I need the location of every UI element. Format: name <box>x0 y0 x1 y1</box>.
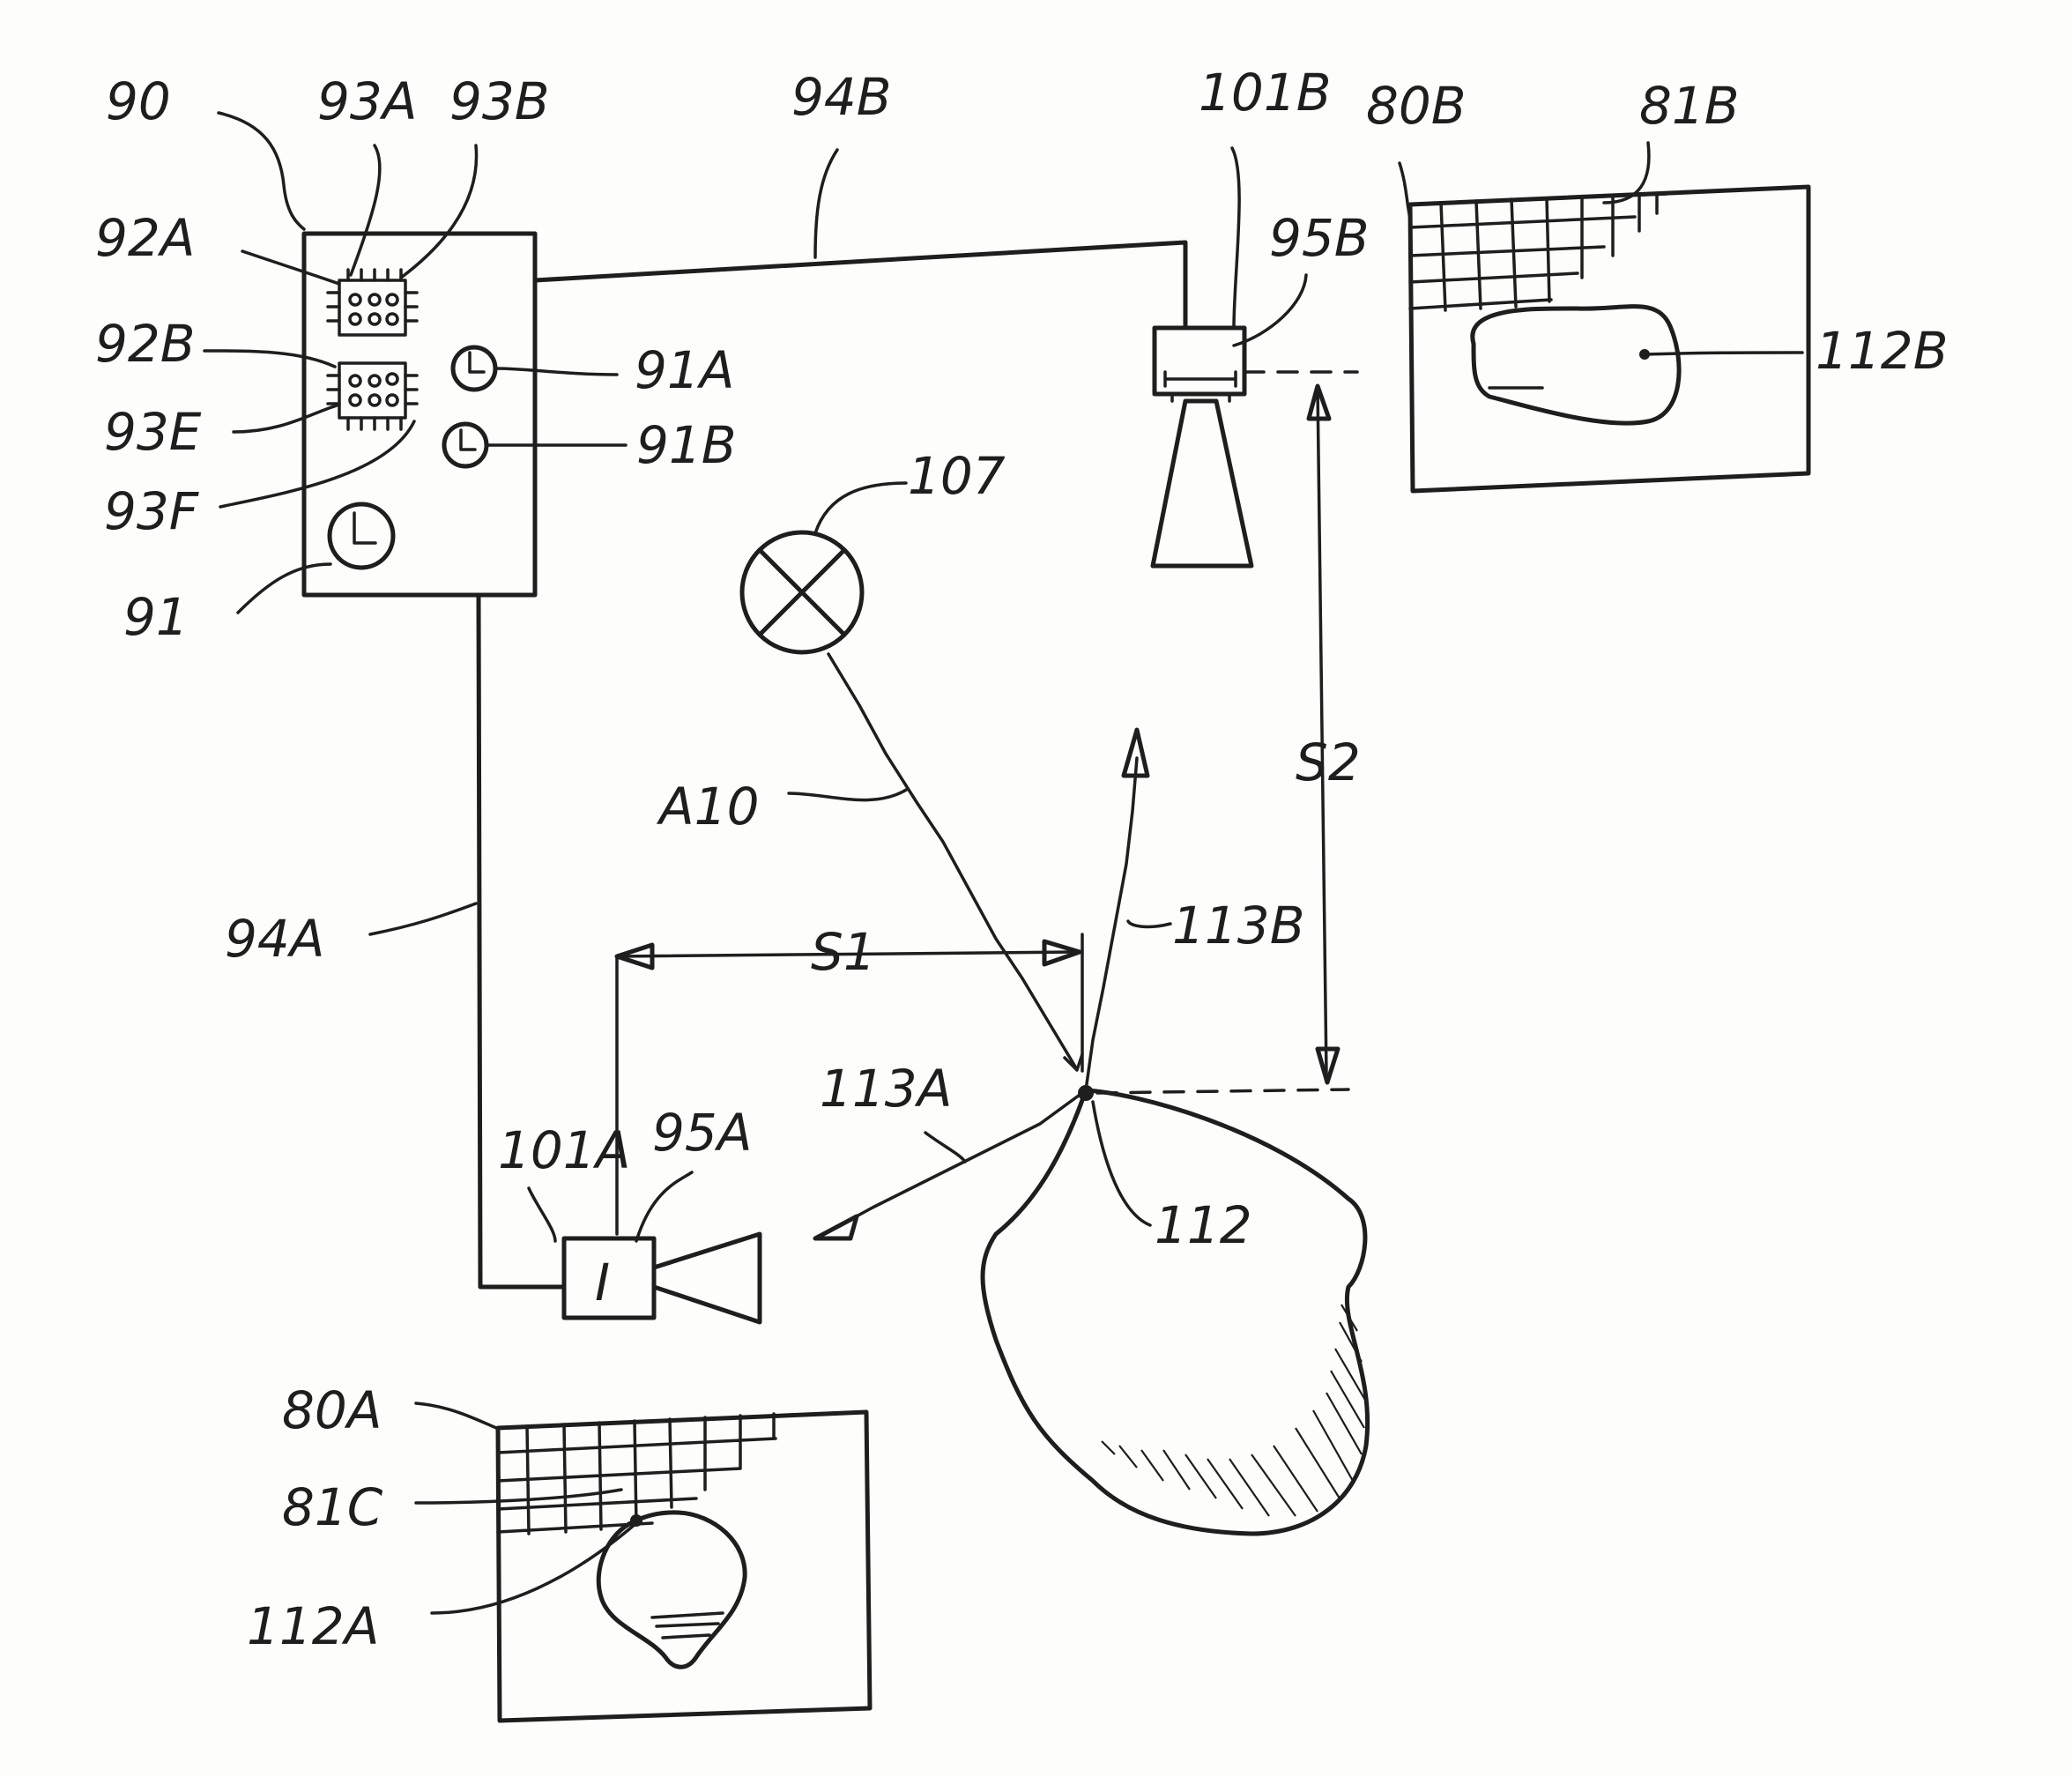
label-107: 107 <box>908 446 1006 506</box>
clock-91B-icon <box>442 421 489 469</box>
cable-94A <box>476 592 567 1290</box>
object-112A <box>596 1510 747 1669</box>
cable-94B <box>532 240 1188 331</box>
label-94B: 94B <box>791 67 892 127</box>
camera-101A-mark: I <box>595 1253 610 1312</box>
light-source-107 <box>739 530 865 655</box>
label-112A: 112A <box>247 1596 379 1656</box>
label-93E: 93E <box>104 402 202 462</box>
camera-101A <box>561 1231 762 1325</box>
label-112B: 112B <box>1816 321 1949 381</box>
grid-81C <box>496 1412 777 1535</box>
point-112A <box>630 1514 642 1527</box>
label-101A: 101A <box>498 1120 630 1180</box>
label-92A: 92A <box>95 208 195 268</box>
label-A10: A10 <box>656 777 759 836</box>
label-95A: 95A <box>652 1103 752 1163</box>
dimension-S1 <box>614 933 1084 1236</box>
label-112: 112 <box>1155 1195 1252 1255</box>
label-93B: 93B <box>449 71 550 131</box>
label-101B: 101B <box>1199 63 1332 123</box>
label-94A: 94A <box>225 909 324 969</box>
grid-81B <box>1408 192 1667 312</box>
label-95B: 95B <box>1269 208 1370 268</box>
label-80A: 80A <box>282 1380 382 1440</box>
leader-lines <box>203 111 1804 1615</box>
ray-A10 <box>827 652 1077 1068</box>
ray-113B <box>1084 756 1139 1092</box>
control-unit-box <box>301 231 538 598</box>
object-112B <box>1470 304 1682 426</box>
label-90: 90 <box>106 71 171 131</box>
label-80B: 80B <box>1366 76 1467 136</box>
reference-labels: 90 93A 93B 94B 101B 80B 81B 92A 95B 92B … <box>95 63 1949 1656</box>
label-81C: 81C <box>282 1477 383 1537</box>
label-91B: 91B <box>636 415 737 475</box>
clock-91-icon <box>327 502 396 570</box>
label-93A: 93A <box>317 71 417 131</box>
label-113B: 113B <box>1172 896 1305 955</box>
chip-92B <box>326 361 419 431</box>
screen-80A <box>495 1409 873 1723</box>
object-112 <box>980 1085 1370 1536</box>
chip-92A <box>326 268 419 337</box>
screen-80B <box>1407 184 1811 494</box>
label-91: 91 <box>123 587 189 647</box>
camera-101B <box>1150 325 1254 569</box>
dimension-S2 <box>1095 370 1359 1095</box>
shading-hatch <box>1101 1304 1367 1517</box>
point-112 <box>1078 1085 1094 1101</box>
label-S1: S1 <box>811 922 876 982</box>
label-91A: 91A <box>635 340 734 400</box>
label-S2: S2 <box>1296 732 1361 792</box>
label-93F: 93F <box>104 481 200 541</box>
ray-113A <box>822 1089 1088 1236</box>
control-unit-90 <box>301 231 538 598</box>
label-81B: 81B <box>1639 76 1740 136</box>
clock-91A-icon <box>450 345 498 392</box>
label-92B: 92B <box>95 314 196 374</box>
label-113A: 113A <box>820 1059 952 1119</box>
